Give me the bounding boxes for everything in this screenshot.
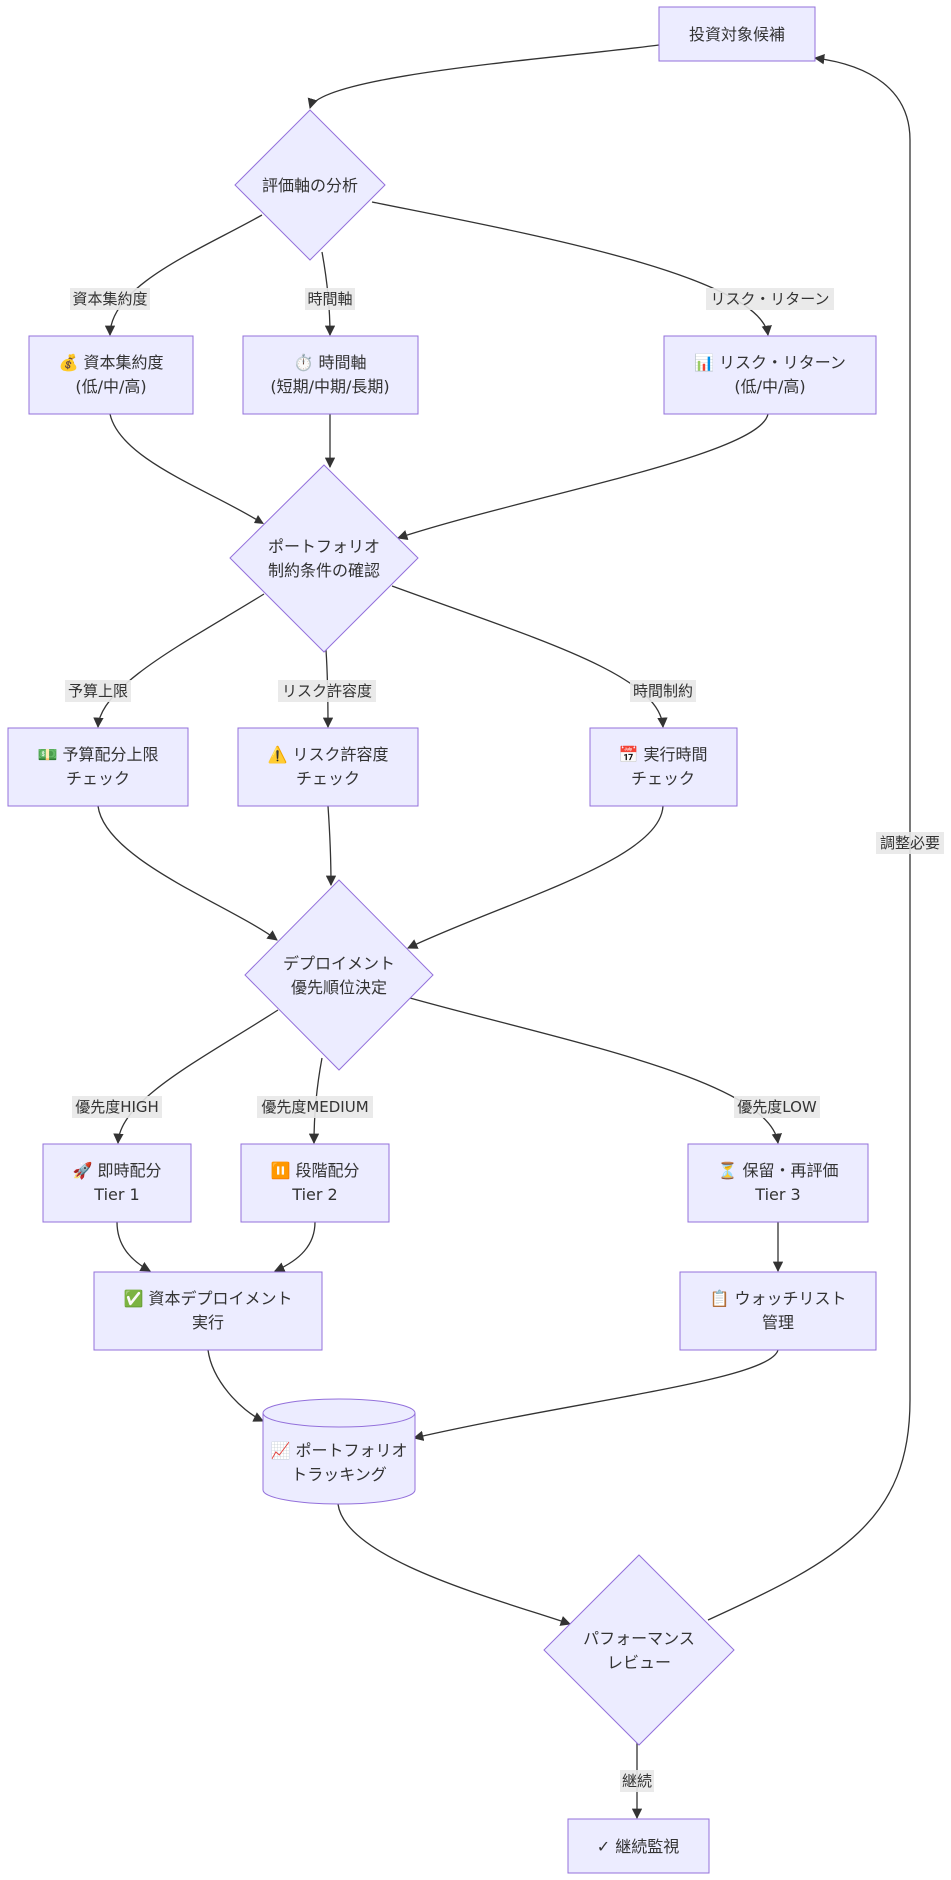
node-axis-analysis: 評価軸の分析 <box>234 109 386 261</box>
node-tracking-line1: 📈 ポートフォリオ <box>270 1441 407 1460</box>
node-risk-line2: (低/中/高) <box>734 377 805 396</box>
node-tier1: 🚀 即時配分 Tier 1 <box>42 1143 192 1223</box>
node-exectime-line2: チェック <box>631 769 695 788</box>
node-budget-line1: 💵 予算配分上限 <box>37 745 158 764</box>
node-tier1-line1: 🚀 即時配分 <box>72 1161 161 1180</box>
node-axis-analysis-label: 評価軸の分析 <box>262 176 358 195</box>
edge-tier2-to-deploy <box>274 1221 316 1272</box>
edge-label-adjust: 調整必要 <box>880 834 940 852</box>
node-deploy-priority: デプロイメント 優先順位決定 <box>244 879 434 1071</box>
edge-analysis-to-capital <box>104 214 263 337</box>
node-continuous-monitoring: ✓ 継続監視 <box>567 1818 710 1874</box>
node-tolerance-line1: ⚠️ リスク許容度 <box>267 745 388 764</box>
node-constraints: ポートフォリオ 制約条件の確認 <box>229 464 419 653</box>
edge-capital-to-constraints <box>109 413 263 524</box>
edge-review-to-candidate <box>707 54 911 1621</box>
edge-constraints-to-exectime <box>391 585 668 729</box>
edge-label-capital: 資本集約度 <box>72 290 147 308</box>
node-tier1-line2: Tier 1 <box>93 1185 139 1204</box>
node-portfolio-tracking: 📈 ポートフォリオ トラッキング <box>262 1398 416 1505</box>
edge-label-tolerance: リスク許容度 <box>282 682 372 700</box>
edge-label-time: 時間軸 <box>307 290 352 308</box>
node-constraints-line1: ポートフォリオ <box>268 537 380 556</box>
edge-tracking-to-review <box>337 1503 571 1626</box>
node-budget-line2: チェック <box>66 769 130 788</box>
node-budget-check: 💵 予算配分上限 チェック <box>7 727 189 807</box>
node-tolerance-line2: チェック <box>296 769 360 788</box>
node-watchlist: 📋 ウォッチリスト 管理 <box>679 1271 877 1351</box>
node-time-line1: ⏱️ 時間軸 <box>293 353 366 372</box>
node-candidate: 投資対象候補 <box>658 6 816 62</box>
node-exec-time-check: 📅 実行時間 チェック <box>589 727 738 807</box>
edges <box>93 44 911 1820</box>
node-watchlist-line2: 管理 <box>762 1313 794 1332</box>
node-tier3-line2: Tier 3 <box>754 1185 800 1204</box>
edge-label-exec-time: 時間制約 <box>633 682 693 700</box>
node-risk-return: 📊 リスク・リターン (低/中/高) <box>663 335 877 415</box>
node-monitor-label: ✓ 継続監視 <box>597 1837 680 1856</box>
node-capital-deploy: ✅ 資本デプロイメント 実行 <box>93 1271 323 1351</box>
node-capital-intensity: 💰 資本集約度 (低/中/高) <box>28 335 194 415</box>
edge-label-risk: リスク・リターン <box>711 290 830 308</box>
edge-label-low: 優先度LOW <box>737 1098 817 1116</box>
node-tier2-line2: Tier 2 <box>291 1185 337 1204</box>
node-time-line2: (短期/中期/長期) <box>270 377 389 396</box>
node-tier3: ⏳ 保留・再評価 Tier 3 <box>687 1143 869 1223</box>
node-tier3-line1: ⏳ 保留・再評価 <box>717 1161 838 1180</box>
node-tier2: ⏸️ 段階配分 Tier 2 <box>240 1143 390 1223</box>
node-deploy-line1: ✅ 資本デプロイメント <box>123 1289 292 1308</box>
edge-budget-to-priority <box>97 805 278 941</box>
edge-priority-to-tier3 <box>409 997 782 1145</box>
node-constraints-line2: 制約条件の確認 <box>268 561 380 580</box>
node-tolerance-check: ⚠️ リスク許容度 チェック <box>237 727 419 807</box>
edge-label-budget: 予算上限 <box>68 682 128 700</box>
edge-label-medium: 優先度MEDIUM <box>261 1098 368 1116</box>
edge-watchlist-to-tracking <box>412 1349 779 1441</box>
edge-analysis-to-risk <box>371 201 772 337</box>
node-capital-line1: 💰 資本集約度 <box>58 353 163 372</box>
node-performance-review: パフォーマンス レビュー <box>543 1554 735 1746</box>
node-deploy-line2: 実行 <box>192 1313 224 1332</box>
edge-label-high: 優先度HIGH <box>75 1098 159 1116</box>
edge-candidate-to-analysis <box>307 44 660 109</box>
edge-tier1-to-deploy <box>116 1221 151 1272</box>
node-priority-line1: デプロイメント <box>283 954 395 973</box>
edge-constraints-to-budget <box>93 593 265 729</box>
edge-risk-to-constraints <box>397 413 769 541</box>
edge-tolerance-to-priority <box>325 805 337 887</box>
arrowhead-capital-constraints <box>254 515 264 524</box>
node-tier2-line1: ⏸️ 段階配分 <box>270 1161 359 1180</box>
node-review-line1: パフォーマンス <box>583 1629 695 1648</box>
node-candidate-label: 投資対象候補 <box>689 25 785 44</box>
node-watchlist-line1: 📋 ウォッチリスト <box>709 1289 846 1308</box>
node-review-line2: レビュー <box>607 1653 671 1672</box>
node-exectime-line1: 📅 実行時間 <box>618 745 707 764</box>
edge-priority-to-tier1 <box>113 1009 279 1145</box>
node-tracking-line2: トラッキング <box>291 1465 387 1484</box>
node-priority-line2: 優先順位決定 <box>291 978 387 997</box>
edge-deploy-to-tracking <box>207 1349 264 1422</box>
node-capital-line2: (低/中/高) <box>75 377 146 396</box>
edge-label-continue: 継続 <box>622 1772 652 1790</box>
node-risk-line1: 📊 リスク・リターン <box>694 353 846 372</box>
edge-exectime-to-priority <box>407 805 664 949</box>
edge-labels: 資本集約度 時間軸 リスク・リターン 予算上限 リスク許容度 時間制約 優先度H… <box>65 288 944 1792</box>
node-time-axis: ⏱️ 時間軸 (短期/中期/長期) <box>242 335 419 415</box>
